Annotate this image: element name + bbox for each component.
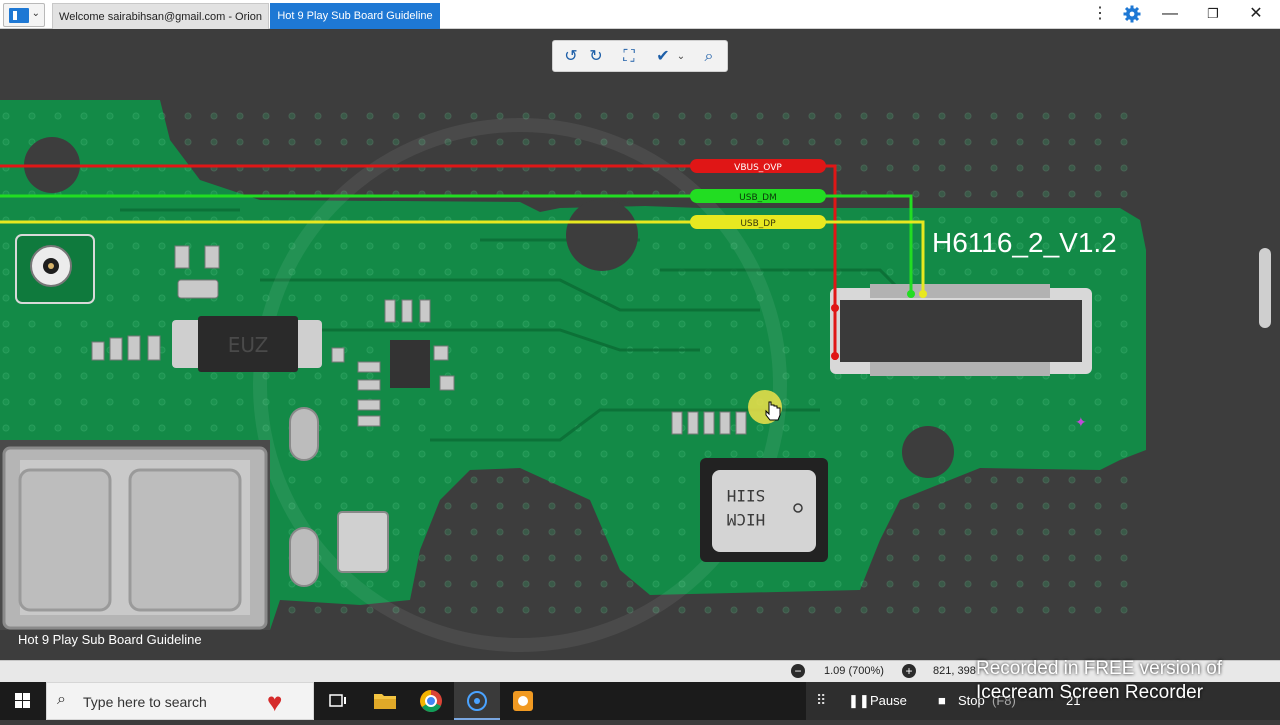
- title-bar: ⌄ Welcome sairabihsan@gmail.com - Orion …: [0, 0, 1280, 29]
- file-explorer-icon[interactable]: [362, 682, 408, 720]
- watermark-line2: Icecream Screen Recorder: [976, 682, 1204, 703]
- search-icon[interactable]: ⌕: [704, 48, 714, 65]
- chrome-icon[interactable]: [408, 682, 454, 720]
- chip-text-line2: HICM: [727, 510, 766, 529]
- cursor-coordinates: 821, 398: [933, 665, 976, 677]
- drag-handle-icon[interactable]: ⠿: [816, 692, 827, 708]
- search-icon: ⌕: [57, 691, 66, 708]
- signal-label-usb-dp[interactable]: USB_DP: [740, 219, 776, 229]
- fit-to-screen-icon[interactable]: ⛶: [623, 48, 635, 65]
- document-caption: Hot 9 Play Sub Board Guideline: [18, 632, 202, 647]
- viewer-toolbar: ↺ ↻ ⛶ ✔ ⌄ ⌕: [552, 40, 728, 72]
- svg-text:✦: ✦: [1075, 415, 1087, 431]
- hand-cursor-icon: [765, 401, 781, 421]
- stop-hotkey: (F8): [992, 693, 1016, 708]
- search-placeholder: Type here to search: [83, 694, 207, 710]
- heart-promo-icon: ♥: [267, 687, 283, 717]
- task-view-icon[interactable]: [314, 682, 360, 720]
- select-tool-icon[interactable]: ✔: [656, 48, 670, 65]
- board-version-label: H6116_2_V1.2: [932, 227, 1117, 258]
- pause-button[interactable]: Pause: [870, 693, 907, 708]
- minimize-button[interactable]: —: [1162, 5, 1178, 22]
- settings-gear-icon[interactable]: [1119, 2, 1145, 26]
- stop-icon[interactable]: ■: [938, 693, 946, 708]
- vertical-scrollbar[interactable]: [1259, 248, 1271, 328]
- chevron-down-icon[interactable]: ⌄: [676, 51, 686, 62]
- rotate-left-icon[interactable]: ↺: [564, 48, 578, 65]
- orion-app-icon[interactable]: [454, 682, 500, 720]
- board-viewer[interactable]: EUZ SIIH HICM: [0, 30, 1280, 660]
- chevron-down-icon: ⌄: [31, 8, 40, 19]
- rotate-right-icon[interactable]: ↻: [589, 48, 603, 65]
- recording-timer: 21: [1066, 693, 1081, 708]
- windows-taskbar: ⌕ Type here to search ♥ ⠿ ❚❚ Pause ■ Sto…: [0, 682, 1280, 720]
- pause-icon[interactable]: ❚❚: [848, 693, 870, 708]
- icecream-recorder-icon[interactable]: [500, 682, 546, 720]
- more-options-icon[interactable]: ⋮: [1092, 5, 1108, 22]
- restore-button[interactable]: ❐: [1207, 6, 1219, 21]
- zoom-in-button[interactable]: +: [902, 664, 916, 678]
- signal-label-vbus-ovp[interactable]: VBUS_OVP: [734, 163, 782, 173]
- recorder-watermark: Recorded in FREE version of Icecream Scr…: [976, 657, 1276, 705]
- chip-text-line1: SIIH: [727, 486, 766, 505]
- app-menu-button[interactable]: ⌄: [3, 3, 45, 27]
- ic-marking: EUZ: [228, 333, 269, 357]
- zoom-level: 1.09 (700%): [824, 665, 884, 677]
- tab-sub-board-guideline[interactable]: Hot 9 Play Sub Board Guideline: [270, 3, 440, 29]
- stop-button[interactable]: Stop: [958, 693, 985, 708]
- status-bar: − 1.09 (700%) + 821, 398: [0, 660, 1280, 682]
- app-logo-icon: [9, 8, 29, 23]
- recorder-controls: ⠿ ❚❚ Pause ■ Stop (F8) 21: [806, 682, 1280, 720]
- tab-welcome[interactable]: Welcome sairabihsan@gmail.com - Orion: [52, 3, 269, 29]
- pcb-board-image: EUZ SIIH HICM: [0, 100, 1146, 652]
- zoom-out-button[interactable]: −: [791, 664, 805, 678]
- signal-label-usb-dm[interactable]: USB_DM: [739, 193, 777, 203]
- taskbar-search-box[interactable]: ⌕ Type here to search ♥: [46, 682, 314, 720]
- close-button[interactable]: ✕: [1249, 5, 1263, 22]
- watermark-line1: Recorded in FREE version of: [976, 658, 1223, 679]
- windows-start-button[interactable]: [0, 682, 46, 720]
